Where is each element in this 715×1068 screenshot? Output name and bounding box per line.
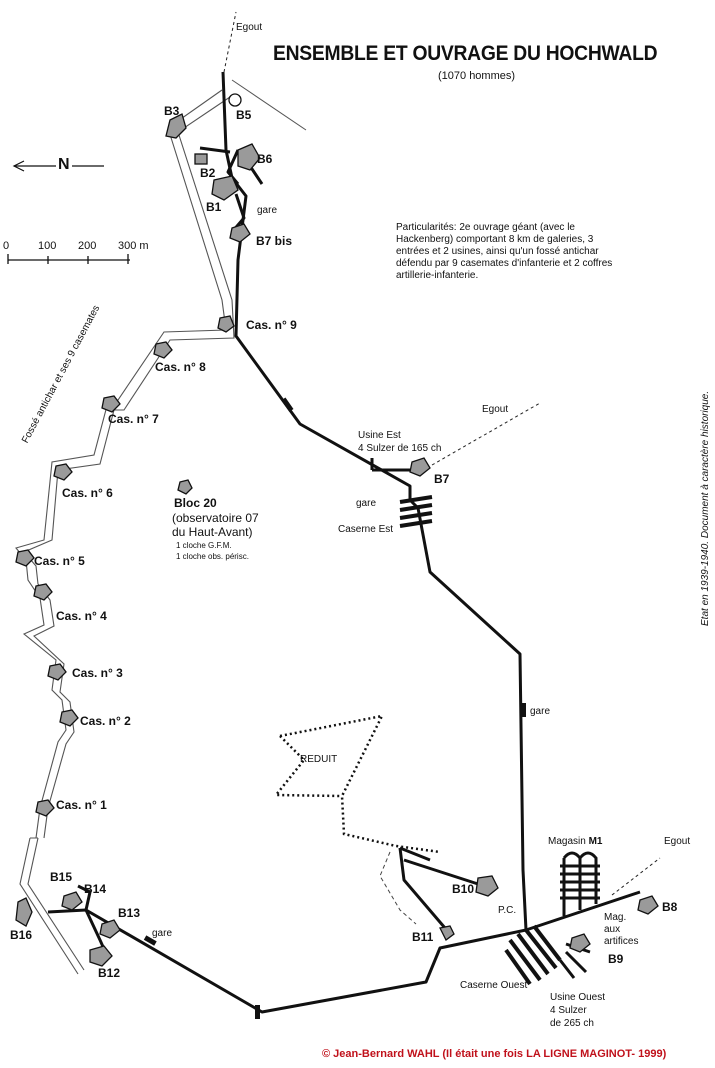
label-cas4: Cas. n° 4 — [56, 609, 107, 623]
label-pc: P.C. — [498, 905, 517, 916]
caserne-ouest-barracks — [504, 924, 562, 986]
label-b2: B2 — [200, 166, 216, 180]
caserne-est-barracks — [399, 495, 433, 528]
sewer-lines — [223, 11, 661, 896]
label-cas9: Cas. n° 9 — [246, 318, 297, 332]
label-b14: B14 — [84, 882, 107, 896]
label-cas8: Cas. n° 8 — [155, 360, 206, 374]
label-cas5: Cas. n° 5 — [34, 554, 85, 568]
label-caserne-est: Caserne Est — [338, 524, 394, 535]
map-title: ENSEMBLE ET OUVRAGE DU HOCHWALD — [273, 42, 658, 65]
label-b7: B7 — [434, 472, 450, 486]
label-magasin: Magasin M1 — [548, 836, 603, 847]
copyright: © Jean-Bernard WAHL (Il était une fois L… — [322, 1048, 667, 1060]
north-label: N — [56, 156, 72, 174]
label-reduit: REDUIT — [300, 754, 338, 765]
label-b3: B3 — [164, 104, 180, 118]
ouest-path-dashed — [379, 851, 417, 925]
label-bloc20-sub2: du Haut-Avant) — [172, 525, 253, 539]
label-b6: B6 — [257, 152, 273, 166]
stations — [143, 397, 526, 1019]
scale-tick-0: 0 — [3, 240, 10, 252]
label-mag-art-1: Mag. — [604, 912, 627, 923]
label-gare-2: gare — [356, 498, 377, 509]
label-b16: B16 — [10, 928, 33, 942]
label-b10: B10 — [452, 882, 475, 896]
label-gare-3: gare — [530, 706, 551, 717]
label-cas3: Cas. n° 3 — [72, 666, 123, 680]
label-b7bis: B7 bis — [256, 234, 293, 248]
label-gare-4: gare — [152, 928, 173, 939]
side-note: Etat en 1939-1940. Document à caractère … — [700, 390, 711, 626]
label-usine-est-1: Usine Est — [358, 430, 401, 441]
label-b1: B1 — [206, 200, 222, 214]
label-b9: B9 — [608, 952, 624, 966]
label-bloc20-c1: 1 cloche G.F.M. — [176, 541, 232, 550]
magasin-m1 — [560, 851, 600, 916]
blocks — [15, 93, 659, 967]
scale-tick-300: 300 m — [118, 240, 149, 252]
map-subtitle: (1070 hommes) — [438, 70, 516, 82]
label-mag-art-2: aux — [604, 924, 621, 935]
scale-tick-200: 200 — [78, 240, 97, 252]
label-egout-top: Egout — [236, 22, 263, 33]
label-egout-mid: Egout — [482, 404, 509, 415]
label-egout-low: Egout — [664, 836, 691, 847]
label-usine-ouest-2: 4 Sulzer — [550, 1005, 587, 1016]
label-usine-est-2: 4 Sulzer de 165 ch — [358, 443, 442, 454]
label-mag-art-3: artifices — [604, 936, 639, 947]
label-cas7: Cas. n° 7 — [108, 412, 159, 426]
label-usine-ouest-3: de 265 ch — [550, 1018, 594, 1029]
particularites-note: Particularités: 2e ouvrage géant (avec l… — [396, 222, 613, 281]
label-bloc20-c2: 1 cloche obs. périsc. — [176, 552, 249, 561]
galleries — [47, 71, 641, 1014]
label-cas1: Cas. n° 1 — [56, 798, 107, 812]
label-caserne-ouest: Caserne Ouest — [460, 980, 528, 991]
label-cas2: Cas. n° 2 — [80, 714, 131, 728]
ditch-north-edge — [231, 79, 307, 131]
label-usine-ouest-1: Usine Ouest — [550, 992, 606, 1003]
label-b5: B5 — [236, 108, 252, 122]
label-b15: B15 — [50, 870, 73, 884]
label-cas6: Cas. n° 6 — [62, 486, 113, 500]
reduit-outline — [273, 714, 441, 854]
label-gare-1: gare — [257, 205, 278, 216]
scale-bar — [7, 254, 130, 264]
label-b11: B11 — [412, 930, 434, 944]
label-b13: B13 — [118, 906, 141, 920]
scale-tick-100: 100 — [38, 240, 57, 252]
label-b8: B8 — [662, 900, 678, 914]
label-b12: B12 — [98, 966, 121, 980]
label-bloc20: Bloc 20 — [174, 496, 217, 510]
label-bloc20-sub1: (observatoire 07 — [172, 511, 259, 525]
label-magasin-id: M1 — [588, 836, 603, 847]
